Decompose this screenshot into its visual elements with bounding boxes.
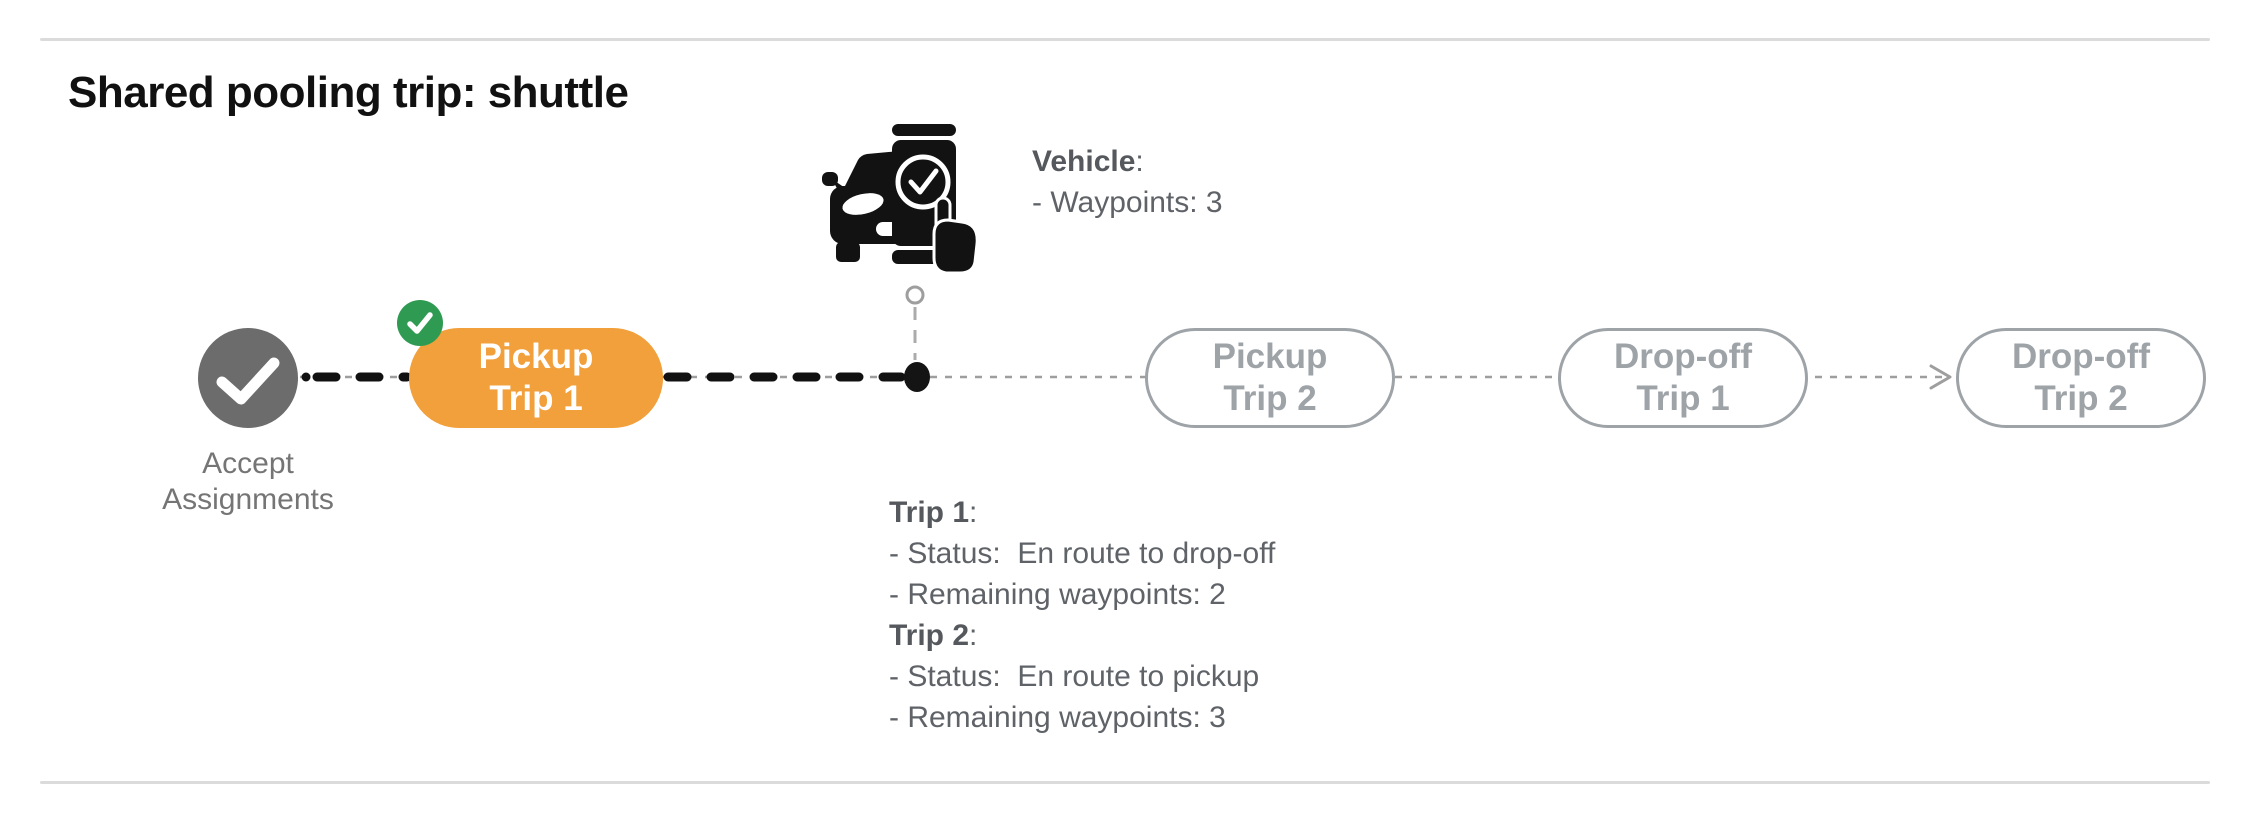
dropoff-trip-1-line2: Trip 1 [1636,379,1730,418]
node-pickup-trip-2: Pickup Trip 2 [1145,328,1395,428]
node-pickup-trip-1: Pickup Trip 1 [409,328,663,428]
trip1-status: - Status: En route to drop-off [889,537,1276,570]
trip2-status: - Status: En route to pickup [889,660,1260,693]
trip1-heading: Trip 1: [889,492,1275,533]
vehicle-info-heading-label: Vehicle [1032,145,1136,178]
trip2-heading: Trip 2: [889,615,1275,656]
trip1-heading-colon: : [969,496,978,529]
trip2-waypoints: - Remaining waypoints: 3 [889,701,1226,734]
vehicle-info-heading: Vehicle: [1032,141,1223,182]
check-icon [216,357,280,405]
completed-route-start-dot [301,372,311,382]
trip2-heading-label: Trip 2 [889,619,970,652]
arrow-right-icon [1929,364,1952,390]
dropoff-trip-2-line1: Drop-off [2011,337,2150,376]
accept-assignments-label-line2: Assignments [162,483,334,516]
pickup-trip-1-line1: Pickup [478,337,594,376]
check-badge-icon [407,312,433,334]
dropoff-trip-1-line1: Drop-off [1613,337,1752,376]
vehicle-info: Vehicle: - Waypoints: 3 [1032,141,1223,223]
current-position-dot [904,362,930,392]
pickup-trip-1-line2: Trip 1 [489,379,583,418]
node-dropoff-trip-1: Drop-off Trip 1 [1558,328,1808,428]
trip-info: Trip 1: - Status: En route to drop-off -… [889,492,1275,738]
pickup-trip-2-line2: Trip 2 [1223,379,1317,418]
top-divider [40,38,2210,41]
vehicle-anchor-circle [905,285,925,305]
vehicle-booking-phone-check-icon [822,124,979,274]
vehicle-info-waypoints: - Waypoints: 3 [1032,186,1223,219]
trip1-waypoints: - Remaining waypoints: 2 [889,578,1226,611]
node-accept-assignments [198,328,298,428]
trip2-heading-colon: : [969,619,978,652]
node-dropoff-trip-2: Drop-off Trip 2 [1956,328,2206,428]
accept-assignments-label: Accept Assignments [118,446,378,518]
trip1-heading-label: Trip 1 [889,496,970,529]
accept-assignments-label-line1: Accept [202,447,294,480]
vehicle-info-heading-colon: : [1135,145,1144,178]
dropoff-trip-2-line2: Trip 2 [2034,379,2128,418]
pickup-trip-2-line1: Pickup [1212,337,1328,376]
page-title: Shared pooling trip: shuttle [68,68,629,117]
bottom-divider [40,781,2210,784]
pickup-trip-1-completed-badge [397,300,443,346]
